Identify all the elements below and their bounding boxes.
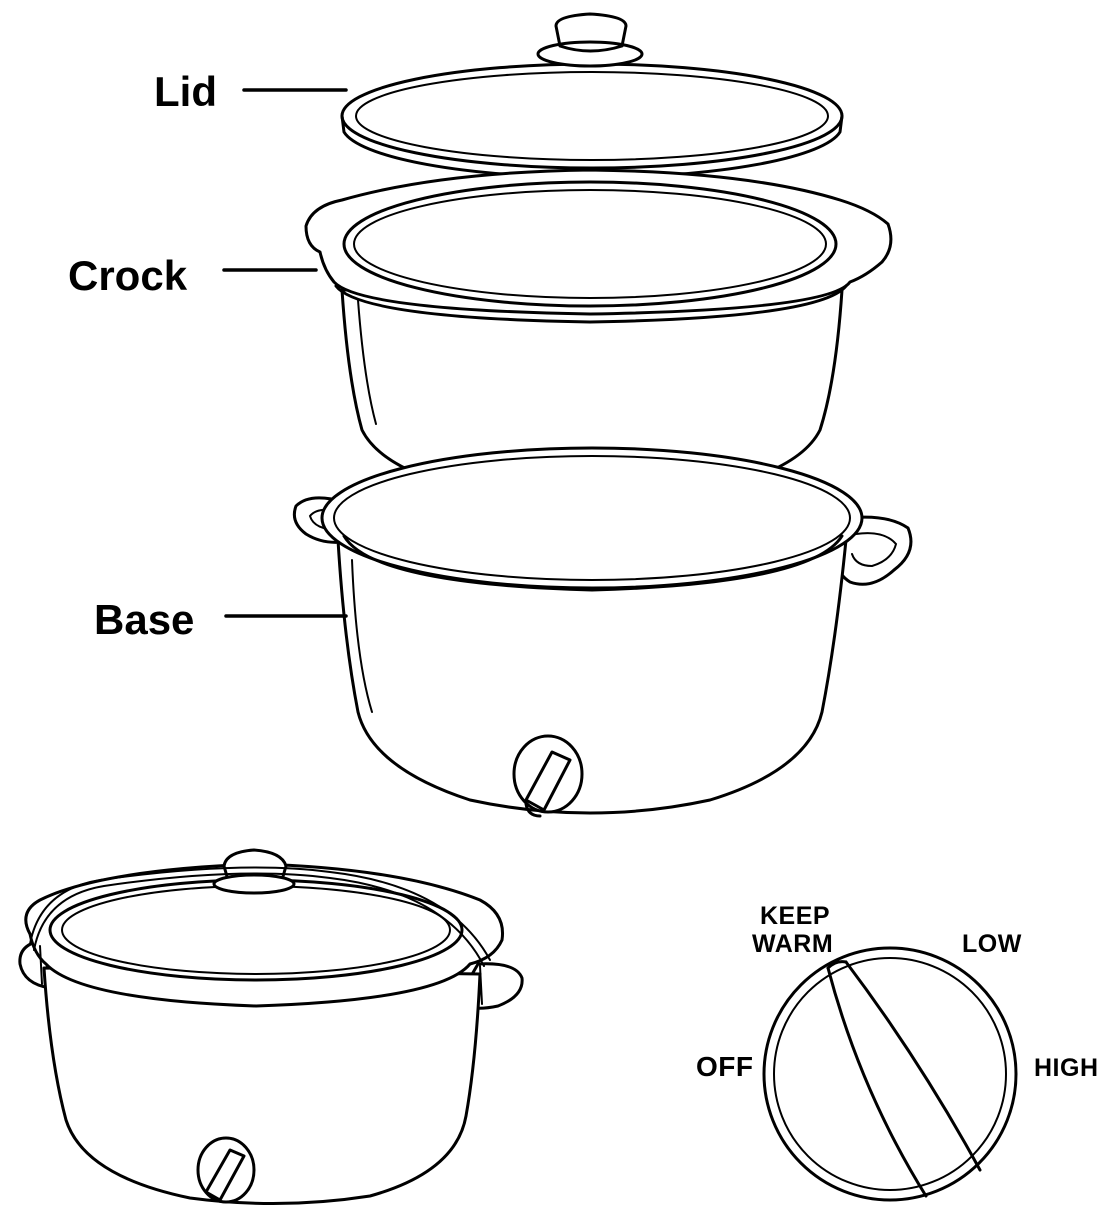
assembled-slow-cooker-illustration [18,848,524,1206]
crock-illustration [304,168,893,502]
dial-high-label: HIGH [1034,1054,1098,1082]
dial-warm-label: WARM [752,930,833,958]
lid-label: Lid [154,68,217,115]
dial-keep-label: KEEP [760,902,830,930]
temperature-dial [762,946,1018,1202]
base-illustration [292,446,913,818]
lid-illustration [340,12,844,179]
crock-label: Crock [68,252,188,299]
dial-low-label: LOW [962,930,1022,958]
dial-off-label: OFF [696,1051,754,1082]
base-label: Base [94,596,194,643]
